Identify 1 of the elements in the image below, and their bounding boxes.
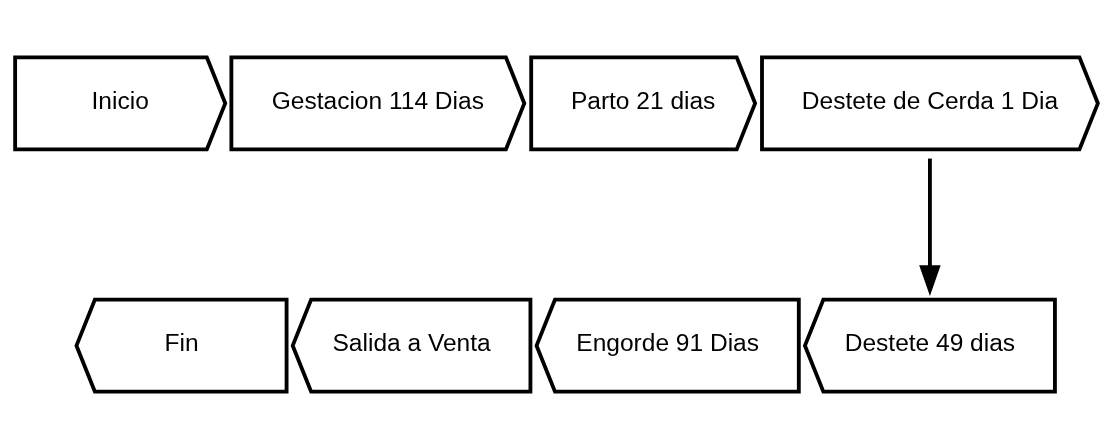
arrow — [919, 158, 941, 296]
